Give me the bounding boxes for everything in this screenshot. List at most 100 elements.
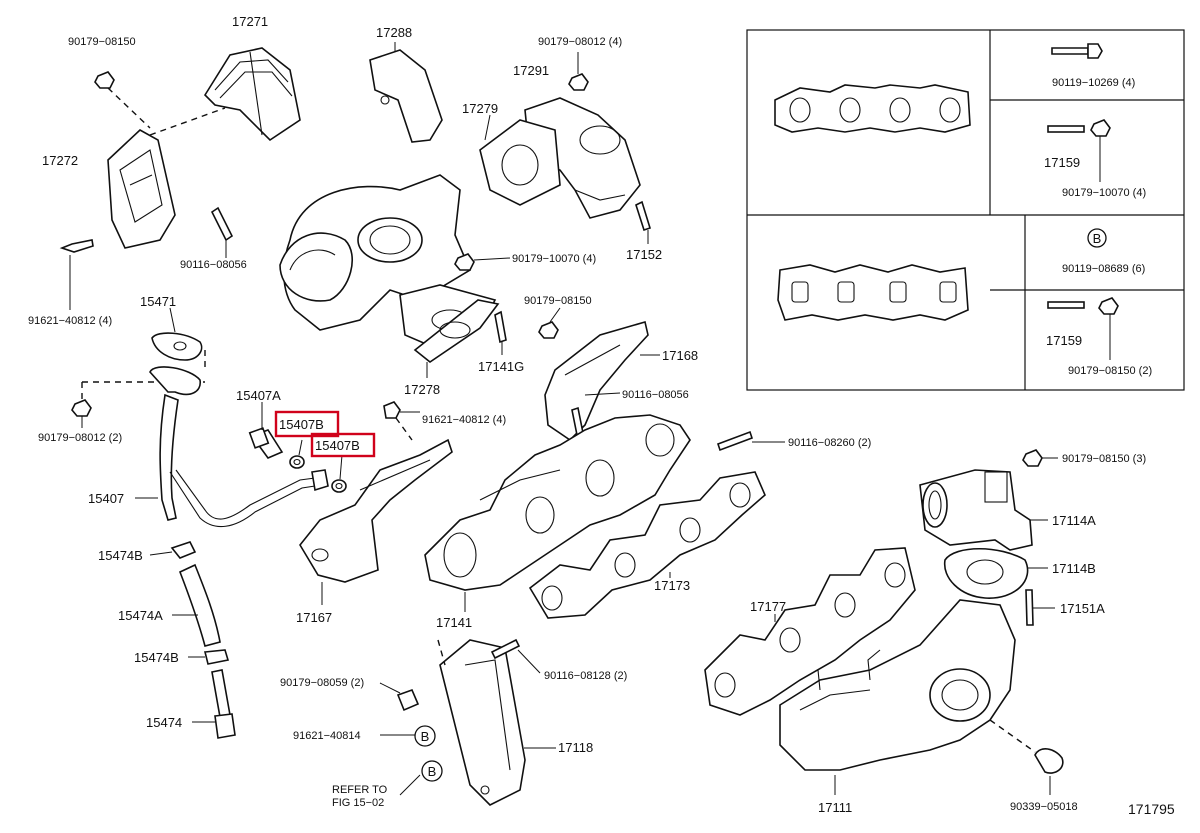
- label-17167: 17167: [296, 610, 332, 625]
- label-17114A: 17114A: [1052, 513, 1096, 528]
- leader-dashed: [149, 107, 226, 136]
- stud-17141G[interactable]: [494, 310, 507, 344]
- gasket-17279[interactable]: [479, 119, 561, 206]
- label-91621-40814: 91621−40814: [293, 730, 361, 742]
- label-90179-08150-d: 90179−08150 (2): [1068, 365, 1152, 377]
- outlet-elbow-17291[interactable]: [524, 97, 641, 219]
- hose-15474A[interactable]: [178, 563, 221, 647]
- label-fig-15-02: FIG 15−02: [332, 797, 384, 809]
- gasket-variant-2[interactable]: [777, 264, 969, 321]
- label-17168: 17168: [662, 348, 698, 363]
- gasket-15407B-b[interactable]: [331, 479, 347, 493]
- nut-90179-08150-c[interactable]: [1022, 449, 1043, 467]
- label-17151A: 17151A: [1060, 601, 1105, 616]
- heat-insulator-17272[interactable]: [107, 129, 176, 249]
- label-90179-08012: 90179−08012 (4): [538, 36, 622, 48]
- stud-90116-08128[interactable]: [490, 638, 521, 660]
- figure-number: 171795: [1128, 801, 1175, 817]
- label-17159-b: 17159: [1046, 333, 1082, 348]
- gasket-17177[interactable]: [704, 547, 916, 716]
- label-90179-08012-b: 90179−08012 (2): [38, 432, 122, 444]
- label-17141: 17141: [436, 615, 472, 630]
- stud-90116-08056[interactable]: [210, 206, 234, 242]
- label-17141G: 17141G: [478, 359, 524, 374]
- label-91621-40812-b: 91621−40812 (4): [422, 414, 506, 426]
- bolt-91621-40812-b[interactable]: [383, 401, 401, 419]
- gasket-15471[interactable]: [151, 332, 203, 361]
- label-17278: 17278: [404, 382, 440, 397]
- label-17177: 17177: [750, 599, 786, 614]
- bracket-17288[interactable]: [369, 49, 443, 143]
- clip-15474B-b[interactable]: [203, 649, 230, 665]
- highlight-box-15407B-a: [274, 410, 340, 438]
- nut-90179-08150[interactable]: [94, 71, 115, 89]
- label-90116-08056-b: 90116−08056: [622, 389, 689, 401]
- highlight-box-15407B-b: [310, 432, 376, 458]
- leader-dashed: [107, 87, 151, 129]
- label-90179-10070: 90179−10070 (4): [512, 253, 596, 265]
- bolt-90179-08059[interactable]: [396, 688, 420, 712]
- callout-b-1-label: B: [421, 729, 430, 744]
- label-90116-08260: 90116−08260 (2): [788, 437, 871, 449]
- label-17114B: 17114B: [1052, 561, 1096, 576]
- heat-insulator-17168[interactable]: [544, 320, 649, 442]
- label-17288: 17288: [376, 25, 412, 40]
- plug-90339-05018[interactable]: [1034, 748, 1064, 774]
- gasket-17278[interactable]: [413, 299, 500, 363]
- label-90339-05018: 90339−05018: [1010, 801, 1078, 813]
- nut-90179-08150-b[interactable]: [538, 321, 559, 339]
- gasket-17173[interactable]: [528, 471, 766, 619]
- label-15407: 15407: [88, 491, 124, 506]
- label-15474B-b: 15474B: [134, 650, 179, 665]
- label-90116-08128: 90116−08128 (2): [544, 670, 627, 682]
- label-90119-08689: 90119−08689 (6): [1062, 263, 1145, 275]
- callout-b-inset: B: [1087, 228, 1107, 248]
- label-15474: 15474: [146, 715, 182, 730]
- heat-insulator-17167[interactable]: [299, 438, 453, 583]
- label-17272: 17272: [42, 153, 78, 168]
- nut-90179-08150-d[interactable]: [1098, 297, 1119, 315]
- nut-90179-08012[interactable]: [568, 73, 589, 91]
- label-17279: 17279: [462, 101, 498, 116]
- label-17159-a: 17159: [1044, 155, 1080, 170]
- intake-manifold-17111[interactable]: [779, 599, 1016, 771]
- label-90179-08150: 90179−08150: [68, 36, 136, 48]
- label-15407B-a: 15407B: [279, 417, 324, 432]
- stud-17151A[interactable]: [1025, 589, 1034, 626]
- callout-b-2: B: [421, 760, 443, 782]
- nut-90179-10070-b[interactable]: [1090, 119, 1111, 137]
- label-17111: 17111: [818, 800, 852, 815]
- oil-pipe-15407[interactable]: [149, 366, 329, 528]
- stud-90116-08260[interactable]: [716, 430, 754, 452]
- label-15474B-a: 15474B: [98, 548, 143, 563]
- nut-90179-10070[interactable]: [454, 253, 475, 271]
- union-15474[interactable]: [211, 669, 236, 739]
- callout-b-2-label: B: [428, 764, 437, 779]
- stud-17159-a[interactable]: [1047, 125, 1085, 133]
- gasket-17114B[interactable]: [943, 547, 1029, 599]
- stud-17152[interactable]: [635, 200, 651, 232]
- bolt-90119-10269[interactable]: [1051, 43, 1103, 59]
- gasket-15407B-a[interactable]: [289, 455, 305, 469]
- gasket-variant-1[interactable]: [774, 84, 971, 133]
- nut-90179-08012-b[interactable]: [71, 399, 92, 417]
- stud-17159-b[interactable]: [1047, 301, 1085, 309]
- callout-b-1: B: [414, 725, 436, 747]
- label-17152: 17152: [626, 247, 662, 262]
- label-15474A: 15474A: [118, 608, 163, 623]
- water-outlet-17114A[interactable]: [919, 469, 1033, 551]
- stay-17118[interactable]: [439, 639, 526, 806]
- heat-insulator-17271[interactable]: [203, 47, 301, 142]
- exhaust-manifold-17141[interactable]: [424, 414, 691, 591]
- label-90179-10070-b: 90179−10070 (4): [1062, 187, 1146, 199]
- label-90116-08056: 90116−08056: [180, 259, 247, 271]
- label-90179-08150-c: 90179−08150 (3): [1062, 453, 1146, 465]
- bolt-91621-40812[interactable]: [59, 239, 94, 253]
- label-15407A: 15407A: [236, 388, 281, 403]
- union-bolt-15407A[interactable]: [248, 427, 284, 459]
- label-17271: 17271: [232, 14, 268, 29]
- clip-15474B-a[interactable]: [170, 541, 197, 559]
- label-17173: 17173: [654, 578, 690, 593]
